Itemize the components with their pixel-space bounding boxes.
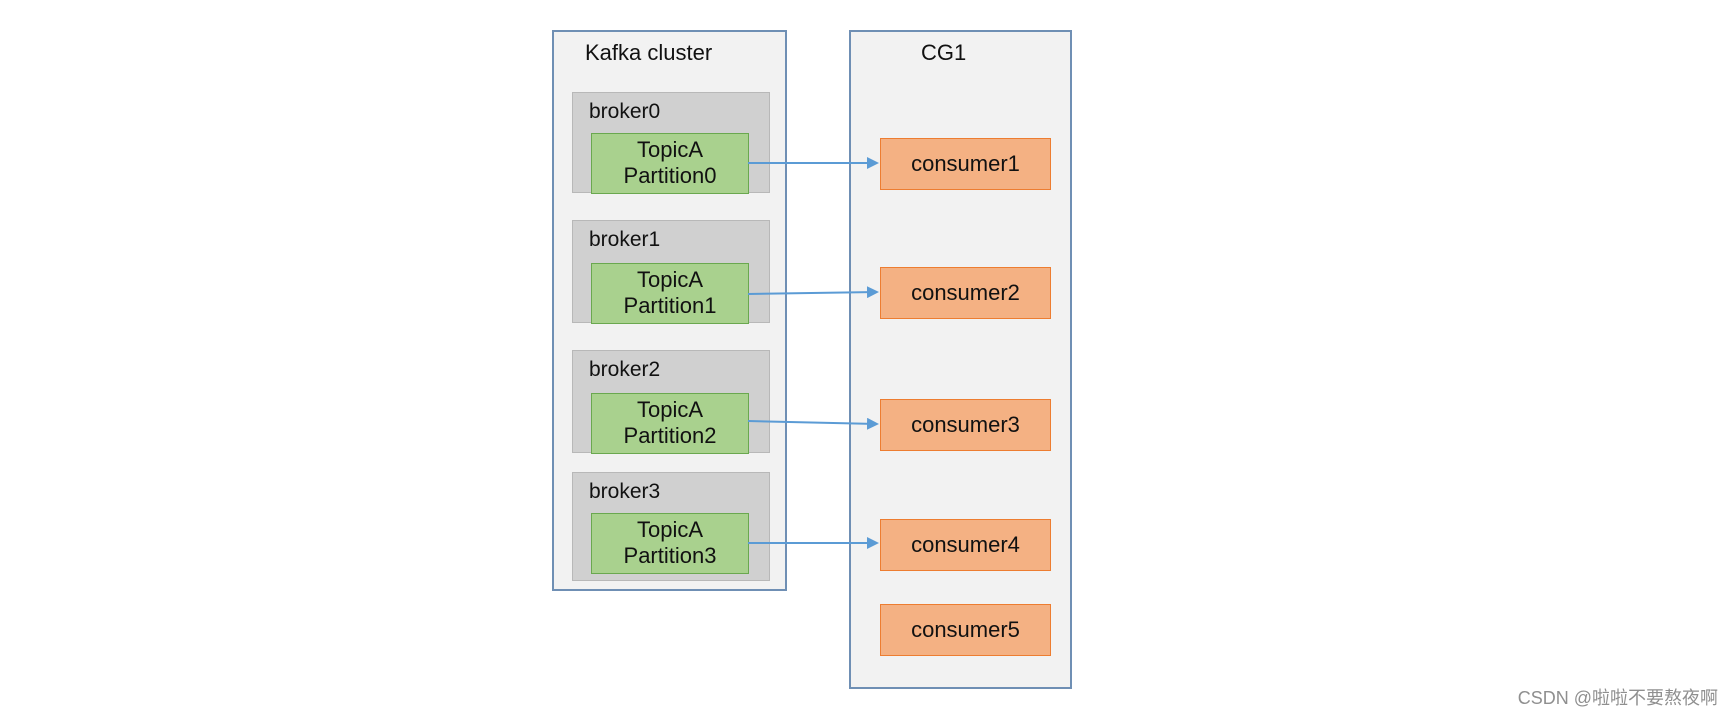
partition-name-1: Partition1 xyxy=(623,293,717,318)
partition-topic-1: TopicA xyxy=(636,267,704,292)
kafka-cluster-container: Kafka cluster broker0 TopicA Partition0 … xyxy=(552,30,787,591)
consumer-box-1: consumer1 xyxy=(880,138,1051,190)
partition-box-0: TopicA Partition0 xyxy=(591,133,749,194)
consumer-label-5: consumer5 xyxy=(911,617,1020,642)
partition-box-1: TopicA Partition1 xyxy=(591,263,749,324)
consumer-box-2: consumer2 xyxy=(880,267,1051,319)
partition-topic-0: TopicA xyxy=(636,137,704,162)
partition-box-2: TopicA Partition2 xyxy=(591,393,749,454)
broker-box-1: broker1 TopicA Partition1 xyxy=(572,220,770,324)
broker-box-0: broker0 TopicA Partition0 xyxy=(572,92,770,194)
broker-label-0: broker0 xyxy=(589,100,661,123)
consumer-label-4: consumer4 xyxy=(911,532,1020,557)
partition-name-0: Partition0 xyxy=(623,163,717,188)
consumer-label-1: consumer1 xyxy=(911,151,1020,176)
kafka-cluster-title: Kafka cluster xyxy=(585,40,713,65)
partition-name-2: Partition2 xyxy=(623,423,717,448)
partition-box-3: TopicA Partition3 xyxy=(591,513,749,574)
consumer-box-5: consumer5 xyxy=(880,604,1051,656)
broker-box-2: broker2 TopicA Partition2 xyxy=(572,350,770,454)
broker-box-3: broker3 TopicA Partition3 xyxy=(572,472,770,581)
broker-label-1: broker1 xyxy=(589,228,661,251)
partition-topic-3: TopicA xyxy=(636,517,704,542)
broker-label-3: broker3 xyxy=(589,480,661,503)
consumer-label-2: consumer2 xyxy=(911,280,1020,305)
consumer-label-3: consumer3 xyxy=(911,412,1020,437)
consumer-group-title: CG1 xyxy=(921,40,967,65)
broker-label-2: broker2 xyxy=(589,358,661,381)
consumer-box-4: consumer4 xyxy=(880,519,1051,571)
watermark-text: CSDN @啦啦不要熬夜啊 xyxy=(1517,688,1718,708)
consumer-group-container: CG1 consumer1 consumer2 consumer3 consum… xyxy=(849,30,1072,689)
partition-name-3: Partition3 xyxy=(623,543,717,568)
partition-topic-2: TopicA xyxy=(636,397,704,422)
consumer-box-3: consumer3 xyxy=(880,399,1051,451)
